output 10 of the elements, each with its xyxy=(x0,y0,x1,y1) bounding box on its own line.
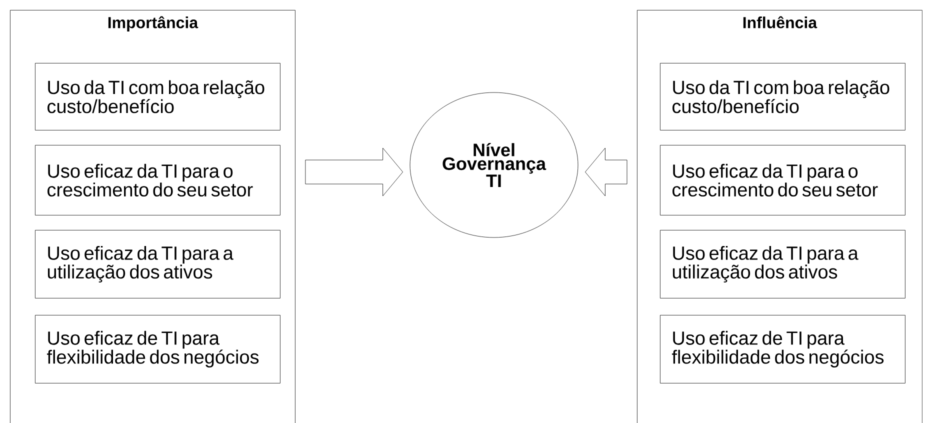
block-arrow xyxy=(305,148,403,196)
text-box: Uso eficaz da TI para a utilização dos ativos xyxy=(35,230,280,298)
text-box: Uso da TI com boa relação custo/benefício xyxy=(660,63,906,130)
text-box: Uso eficaz da TI para o crescimento do seu setor xyxy=(660,145,906,216)
text-box: Uso eficaz de TI para flexibilidade dos negócios xyxy=(35,315,280,384)
text-box: Uso eficaz de TI para flexibilidade dos negócios xyxy=(660,315,906,384)
text-box: Uso eficaz da TI para a utilização dos ativos xyxy=(660,230,906,298)
block-arrow xyxy=(585,148,628,196)
text-box: Uso eficaz da TI para o crescimento do seu setor xyxy=(35,145,280,216)
text-box: Uso da TI com boa relação custo/benefício xyxy=(35,63,280,130)
